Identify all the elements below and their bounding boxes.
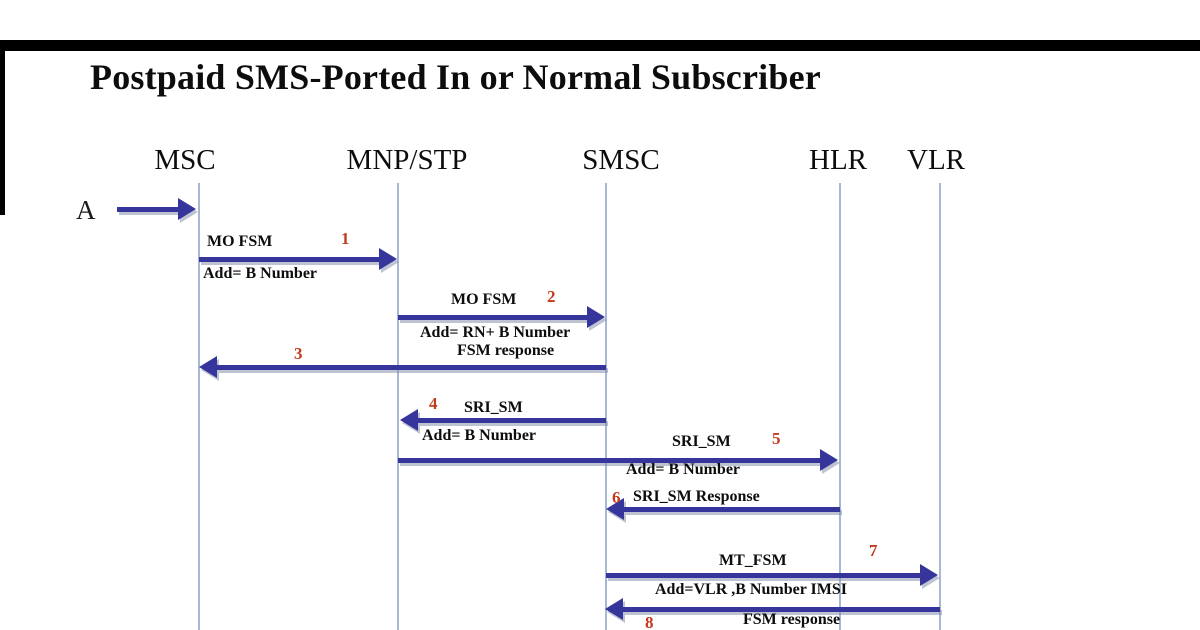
message-1-number: 1: [341, 229, 350, 248]
actor-label-msc: MSC: [154, 144, 216, 176]
arrow-shaft: [619, 607, 940, 612]
start-message-arrow: [117, 198, 196, 220]
message-5-sublabel: Add= B Number: [626, 461, 741, 478]
message-8-number: 8: [645, 613, 654, 630]
message-4-sublabel: Add= B Number: [422, 427, 537, 444]
message-2-arrow: [398, 306, 605, 328]
arrowhead-right-icon: [379, 248, 397, 270]
actor-label-mnp-stp: MNP/STP: [346, 144, 468, 176]
message-8-label: FSM response: [743, 611, 841, 628]
arrow-shaft: [199, 257, 383, 262]
message-5-label: SRI_SM: [672, 433, 731, 450]
arrow-shaft: [414, 418, 606, 423]
message-6-number: 6: [612, 488, 621, 507]
message-7-arrow: [606, 564, 938, 586]
message-3-arrow: [199, 356, 606, 378]
message-1-sublabel: Add= B Number: [203, 265, 318, 282]
message-7-number: 7: [869, 541, 878, 560]
arrowhead-right-icon: [920, 564, 938, 586]
message-8-arrow: [605, 598, 940, 620]
arrowhead-left-icon: [400, 409, 418, 431]
message-1-label: MO FSM: [207, 233, 273, 250]
lifeline-vlr: [939, 183, 941, 630]
message-2-number: 2: [547, 287, 556, 306]
message-6-label: SRI_SM Response: [633, 488, 760, 505]
arrowhead-left-icon: [199, 356, 217, 378]
start-label: A: [76, 195, 96, 225]
message-7-label: MT_FSM: [719, 552, 787, 569]
arrowhead-left-icon: [605, 598, 623, 620]
message-7-sublabel: Add=VLR ,B Number IMSI: [655, 581, 847, 598]
page-title: Postpaid SMS-Ported In or Normal Subscri…: [90, 57, 821, 97]
lifeline-smsc: [605, 183, 607, 630]
message-3-label: FSM response: [457, 342, 555, 359]
arrowhead-right-icon: [820, 449, 838, 471]
arrow-shaft: [398, 458, 824, 463]
left-border-line: [0, 40, 5, 215]
message-1-arrow: [199, 248, 397, 270]
message-5-arrow: [398, 449, 838, 471]
arrow-shaft: [398, 315, 591, 320]
top-border-line: [0, 40, 1200, 51]
arrow-shaft: [620, 507, 840, 512]
message-2-label: MO FSM: [451, 291, 517, 308]
message-6-arrow: [606, 498, 840, 520]
arrow-shaft: [606, 573, 924, 578]
actor-label-hlr: HLR: [809, 144, 867, 176]
arrowhead-left-icon: [606, 498, 624, 520]
actor-label-vlr: VLR: [907, 144, 965, 176]
actor-label-smsc: SMSC: [582, 144, 660, 176]
lifeline-msc: [198, 183, 200, 630]
lifeline-hlr: [839, 183, 841, 630]
message-2-sublabel: Add= RN+ B Number: [420, 324, 571, 341]
arrowhead-right-icon: [178, 198, 196, 220]
message-3-number: 3: [294, 344, 303, 363]
arrow-shaft: [213, 365, 606, 370]
arrowhead-right-icon: [587, 306, 605, 328]
message-4-arrow: [400, 409, 606, 431]
message-4-number: 4: [429, 394, 438, 413]
message-5-number: 5: [772, 429, 781, 448]
arrow-shaft: [117, 207, 182, 212]
message-4-label: SRI_SM: [464, 399, 523, 416]
lifeline-mnp-stp: [397, 183, 399, 630]
